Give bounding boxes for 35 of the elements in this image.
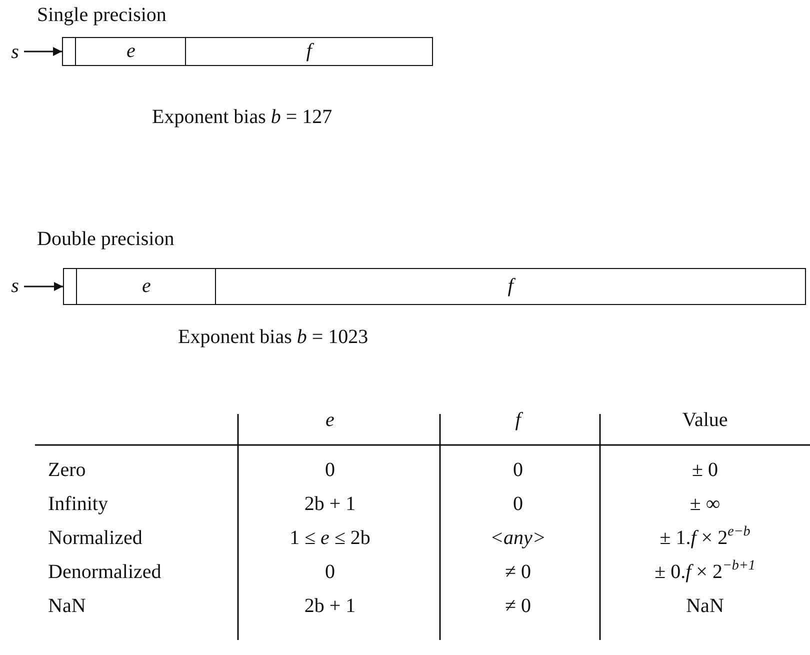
row-header: Infinity: [48, 493, 108, 515]
column-header: f: [515, 409, 521, 431]
table-cell: 2b + 1: [304, 595, 356, 617]
table-cell: 0: [325, 459, 335, 481]
table-cell: ± 0: [692, 459, 718, 481]
table-cell: ± 0.f × 2$^{−b+1}$: [654, 561, 756, 583]
sign-label: s: [6, 272, 24, 300]
row-header: Zero: [48, 459, 86, 481]
table-cell: ≠ 0: [505, 561, 531, 583]
table-cell: ± 1.f × 2$^{e−b}$: [660, 527, 750, 549]
row-header: Denormalized: [48, 561, 162, 583]
table-cell: 0: [325, 561, 335, 583]
table-cell: 0: [513, 459, 523, 481]
section-heading: Double precision: [37, 228, 174, 250]
arrow: [24, 282, 63, 291]
field-box: f: [185, 37, 433, 66]
column-header: e: [326, 409, 334, 431]
table-cell: NaN: [686, 595, 724, 617]
field-box: e: [76, 268, 217, 305]
bias-note: Exponent bias b = 127: [152, 106, 332, 128]
table-cell: ≠ 0: [505, 595, 531, 617]
table-cell: ± ∞: [690, 493, 720, 515]
sign-label: s: [6, 38, 24, 66]
field-box: f: [215, 268, 806, 305]
row-header: NaN: [48, 595, 86, 617]
table-cell: 0: [513, 493, 523, 515]
table-cell: 2b + 1: [304, 493, 356, 515]
column-header: Value: [682, 409, 728, 431]
field-box: e: [75, 37, 187, 66]
row-header: Normalized: [48, 527, 142, 549]
section-heading: Single precision: [37, 4, 166, 26]
table-cell: <any>: [490, 527, 546, 549]
arrow: [24, 47, 62, 56]
bias-note: Exponent bias b = 1023: [178, 326, 368, 348]
table-cell: 1 ≤ e ≤ 2b: [290, 527, 370, 549]
